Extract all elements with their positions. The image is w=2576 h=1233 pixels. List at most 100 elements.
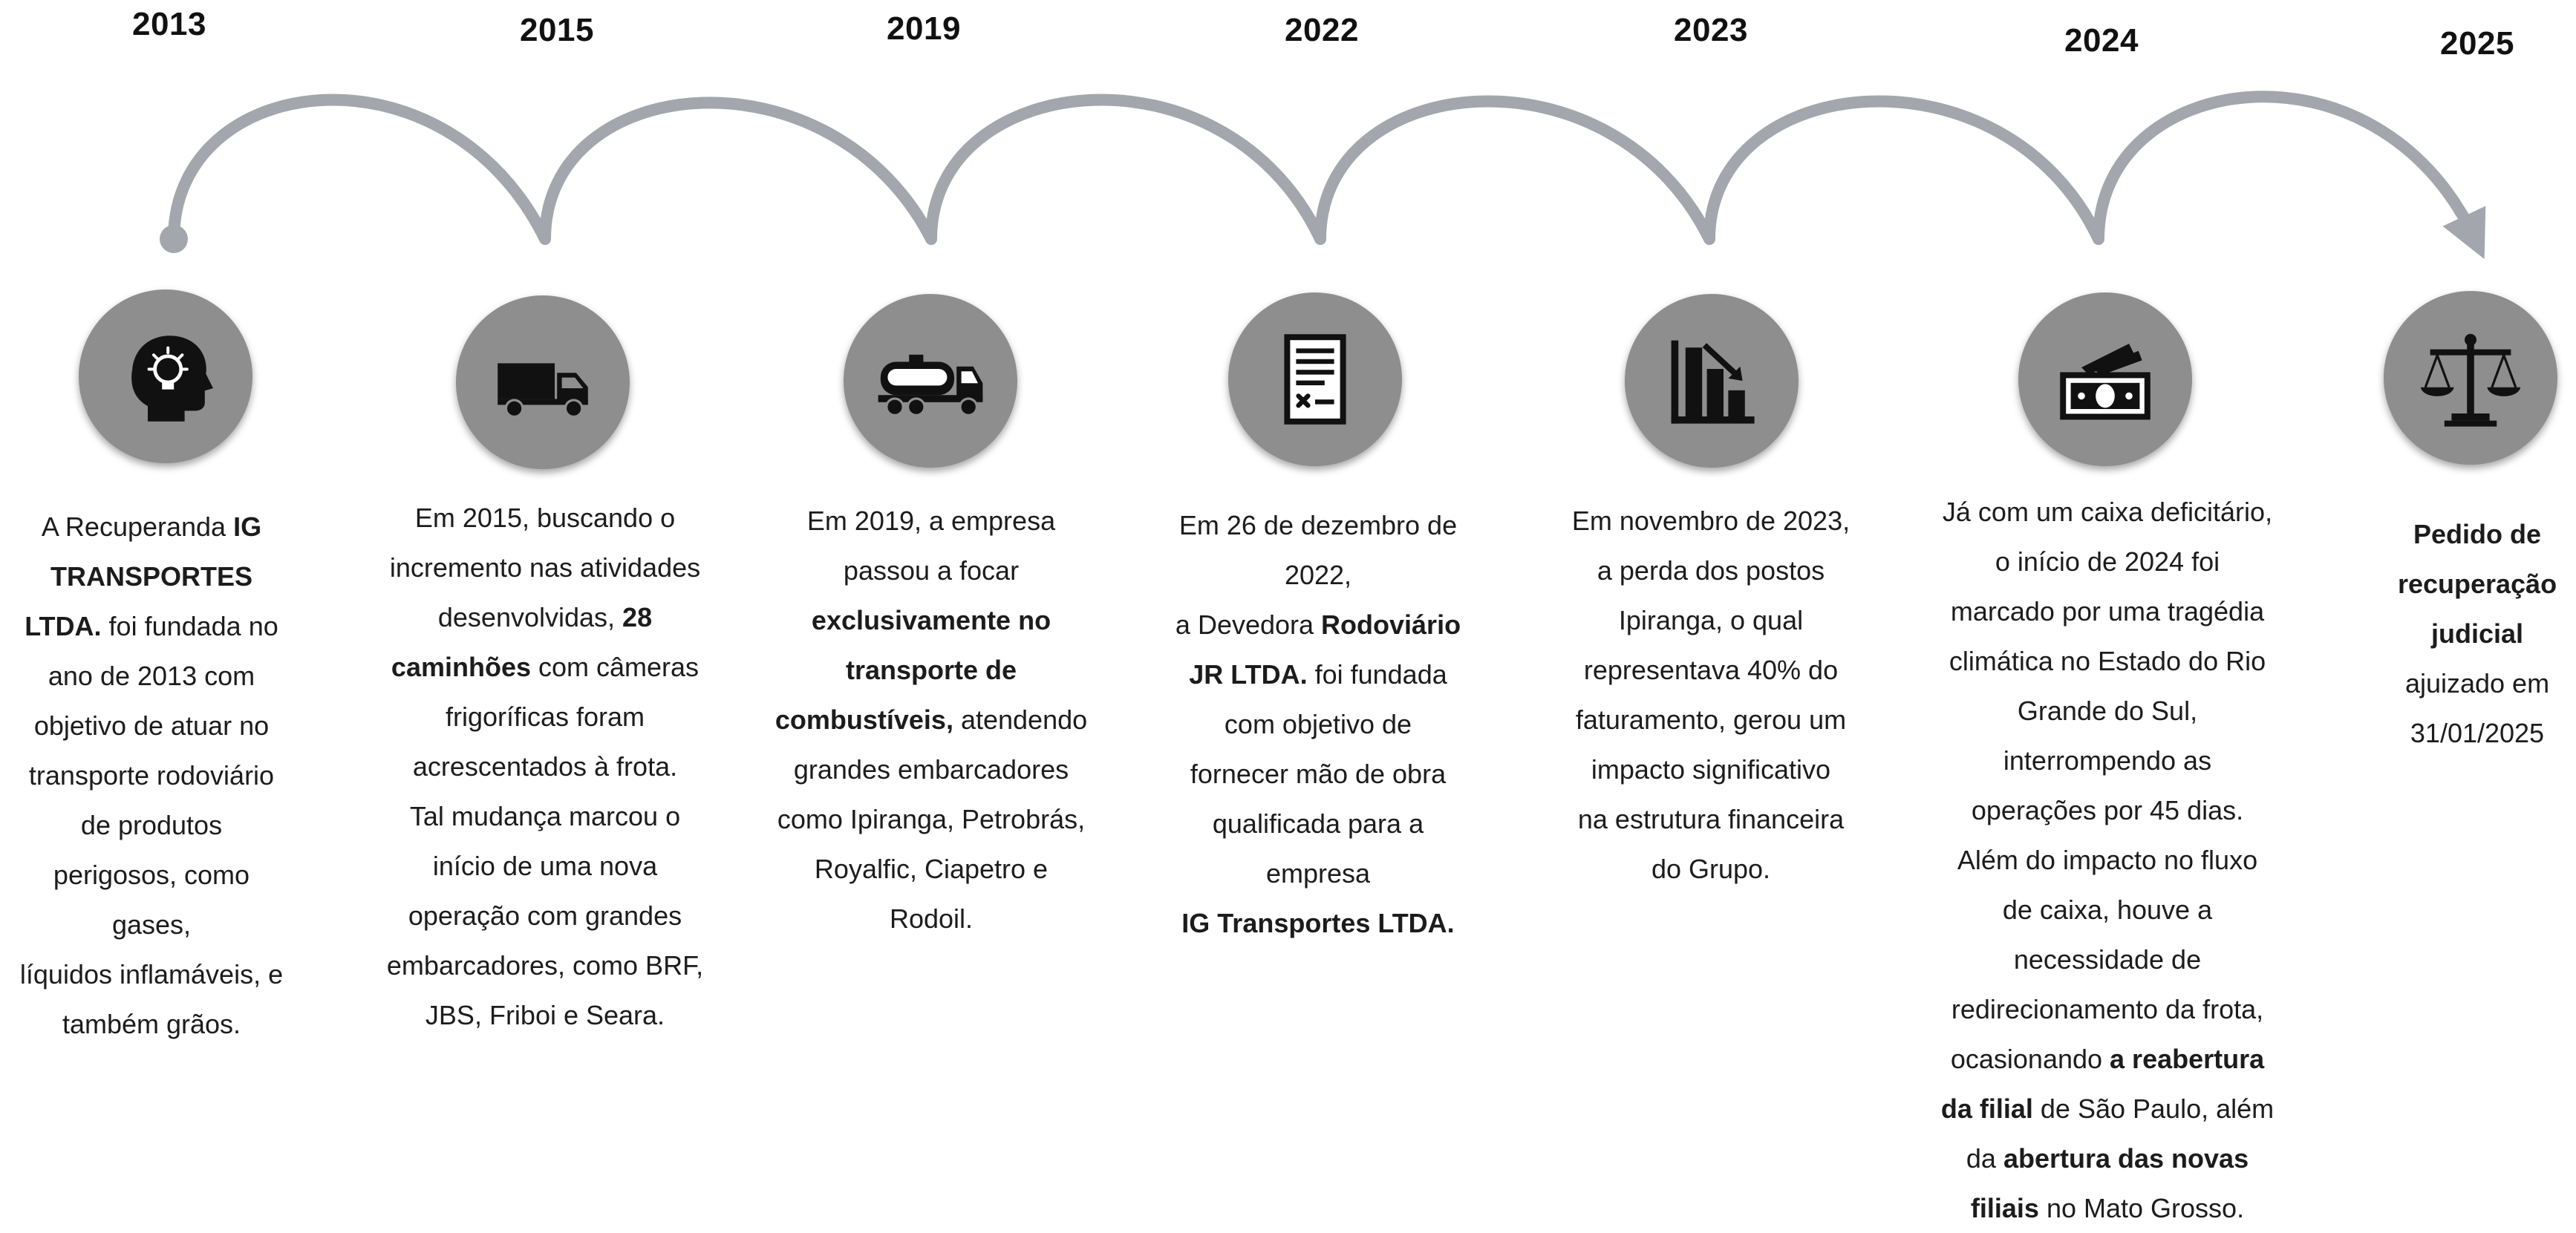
description-line: Tal mudança marcou o <box>374 791 716 841</box>
description-line: de caixa, houve a <box>1937 885 2278 935</box>
text: A Recuperanda <box>41 511 234 542</box>
text: atendendo <box>953 704 1088 735</box>
description-line: operações por 45 dias. <box>1937 785 2278 835</box>
description-line: Além do impacto no fluxo <box>1937 835 2278 885</box>
description-line: climática no Estado do Rio <box>1937 636 2278 686</box>
description-line: fornecer mão de obra <box>1155 749 1481 799</box>
text: de caixa, houve a <box>2002 895 2213 925</box>
milestone-2019-description: Em 2019, a empresa passou a focar exclusiv… <box>760 496 1102 943</box>
milestone-2015-badge <box>456 295 630 469</box>
year-2025-label: 2025 <box>2440 25 2514 62</box>
timeline-arc-connector <box>160 91 2576 1197</box>
description-line: exclusivamente no <box>760 595 1102 645</box>
declining-chart-icon <box>1671 340 1755 424</box>
description-line: impacto significativo <box>1548 745 1874 794</box>
description-line: embarcadores, como BRF, <box>374 941 716 990</box>
bold-text: IG <box>233 511 262 542</box>
text: desenvolvidas, <box>437 602 623 632</box>
text: impacto significativo <box>1591 754 1831 785</box>
text: marcado por uma tragédia <box>1950 596 2265 627</box>
text: Tal mudança marcou o <box>409 801 681 831</box>
description-line: judicial <box>2381 609 2574 658</box>
text: ocasionando <box>1950 1044 2110 1074</box>
description-line: ajuizado em <box>2381 658 2574 708</box>
description-line: transporte rodoviário <box>0 750 307 800</box>
text: necessidade de <box>2013 944 2202 975</box>
description-line: redirecionamento da frota, <box>1937 984 2278 1034</box>
description-line: objetivo de atuar no <box>0 701 307 750</box>
description-line: ocasionando a reabertura <box>1937 1034 2278 1084</box>
bold-text: a reabertura <box>2110 1044 2265 1074</box>
bold-text: combustíveis, <box>775 704 953 735</box>
description-line: Em novembro de 2023, <box>1548 496 1874 546</box>
text: passou a focar <box>843 555 1020 586</box>
bold-text: Pedido de <box>2413 519 2542 549</box>
bold-text: caminhões <box>391 652 531 682</box>
milestone-2024-description: Já com um caixa deficitário,o início de … <box>1937 487 2278 1233</box>
text: transporte rodoviário <box>28 760 275 791</box>
description-line: empresa <box>1155 848 1481 898</box>
bold-text: transporte de <box>845 655 1017 685</box>
text: qualificada para a <box>1212 808 1424 839</box>
text: Royalfic, Ciapetro e <box>814 854 1049 884</box>
year-2019-label: 2019 <box>887 10 961 47</box>
description-line: desenvolvidas, 28 <box>374 592 716 642</box>
description-line: perigosos, como <box>0 850 307 900</box>
description-line: acrescentados à frota. <box>374 742 716 791</box>
text: acrescentados à frota. <box>412 751 678 782</box>
description-line: Em 26 de dezembro de <box>1155 500 1481 550</box>
contract-document-icon <box>1284 334 1346 425</box>
text: perigosos, como <box>53 860 250 890</box>
timeline-arc-path <box>168 91 2474 239</box>
text: empresa <box>1265 858 1371 889</box>
description-line: início de uma nova <box>374 841 716 891</box>
lightbulb-head-icon <box>131 336 213 422</box>
description-line: 2022, <box>1155 550 1481 600</box>
text: fornecer mão de obra <box>1190 759 1447 789</box>
bold-text: filiais <box>1970 1193 2039 1223</box>
description-line: também grãos. <box>0 999 307 1049</box>
bold-text: judicial <box>2430 618 2524 649</box>
description-line: grandes embarcadores <box>760 745 1102 794</box>
text: objetivo de atuar no <box>33 710 270 741</box>
description-line: 31/01/2025 <box>2381 708 2574 758</box>
description-line: combustíveis, atendendo <box>760 695 1102 745</box>
milestone-2022-badge <box>1228 292 1402 466</box>
description-line: necessidade de <box>1937 935 2278 984</box>
bold-text: IG Transportes LTDA. <box>1181 908 1455 938</box>
text: embarcadores, como BRF, <box>386 950 704 981</box>
description-line: Royalfic, Ciapetro e <box>760 844 1102 894</box>
tanker-truck-icon <box>878 354 983 416</box>
text: líquidos inflamáveis, e <box>19 959 284 990</box>
year-2022-label: 2022 <box>1285 12 1359 48</box>
description-line: gases, <box>0 900 307 949</box>
description-line: como Ipiranga, Petrobrás, <box>760 794 1102 844</box>
text: operações por 45 dias. <box>1971 795 2244 825</box>
description-line: caminhões com câmeras <box>374 642 716 692</box>
milestone-2025-badge <box>2384 291 2557 465</box>
text: 31/01/2025 <box>2410 718 2545 748</box>
milestone-2024-badge <box>2018 292 2192 466</box>
text: Em 2019, a empresa <box>806 506 1056 536</box>
text: início de uma nova <box>432 851 658 881</box>
bold-text: abertura das novas <box>2003 1143 2249 1174</box>
description-line: LTDA. foi fundada no <box>0 601 307 651</box>
text: a perda dos postos <box>1597 555 1825 586</box>
bold-text: Rodoviário <box>1321 609 1461 640</box>
description-line: Em 2019, a empresa <box>760 496 1102 546</box>
description-line: TRANSPORTES <box>0 552 307 601</box>
description-line: operação com grandes <box>374 891 716 941</box>
truck-icon <box>498 363 588 418</box>
bold-text: da filial <box>1940 1093 2033 1124</box>
text: ano de 2013 com <box>48 661 255 691</box>
text: foi fundada no <box>101 611 278 641</box>
description-line: qualificada para a <box>1155 799 1481 848</box>
description-line: a perda dos postos <box>1548 546 1874 595</box>
description-line: marcado por uma tragédia <box>1937 586 2278 636</box>
description-line: Em 2015, buscando o <box>374 493 716 543</box>
description-line: JR LTDA. foi fundada <box>1155 650 1481 699</box>
description-line: representava 40% do <box>1548 645 1874 695</box>
text: Em 2015, buscando o <box>414 503 676 533</box>
